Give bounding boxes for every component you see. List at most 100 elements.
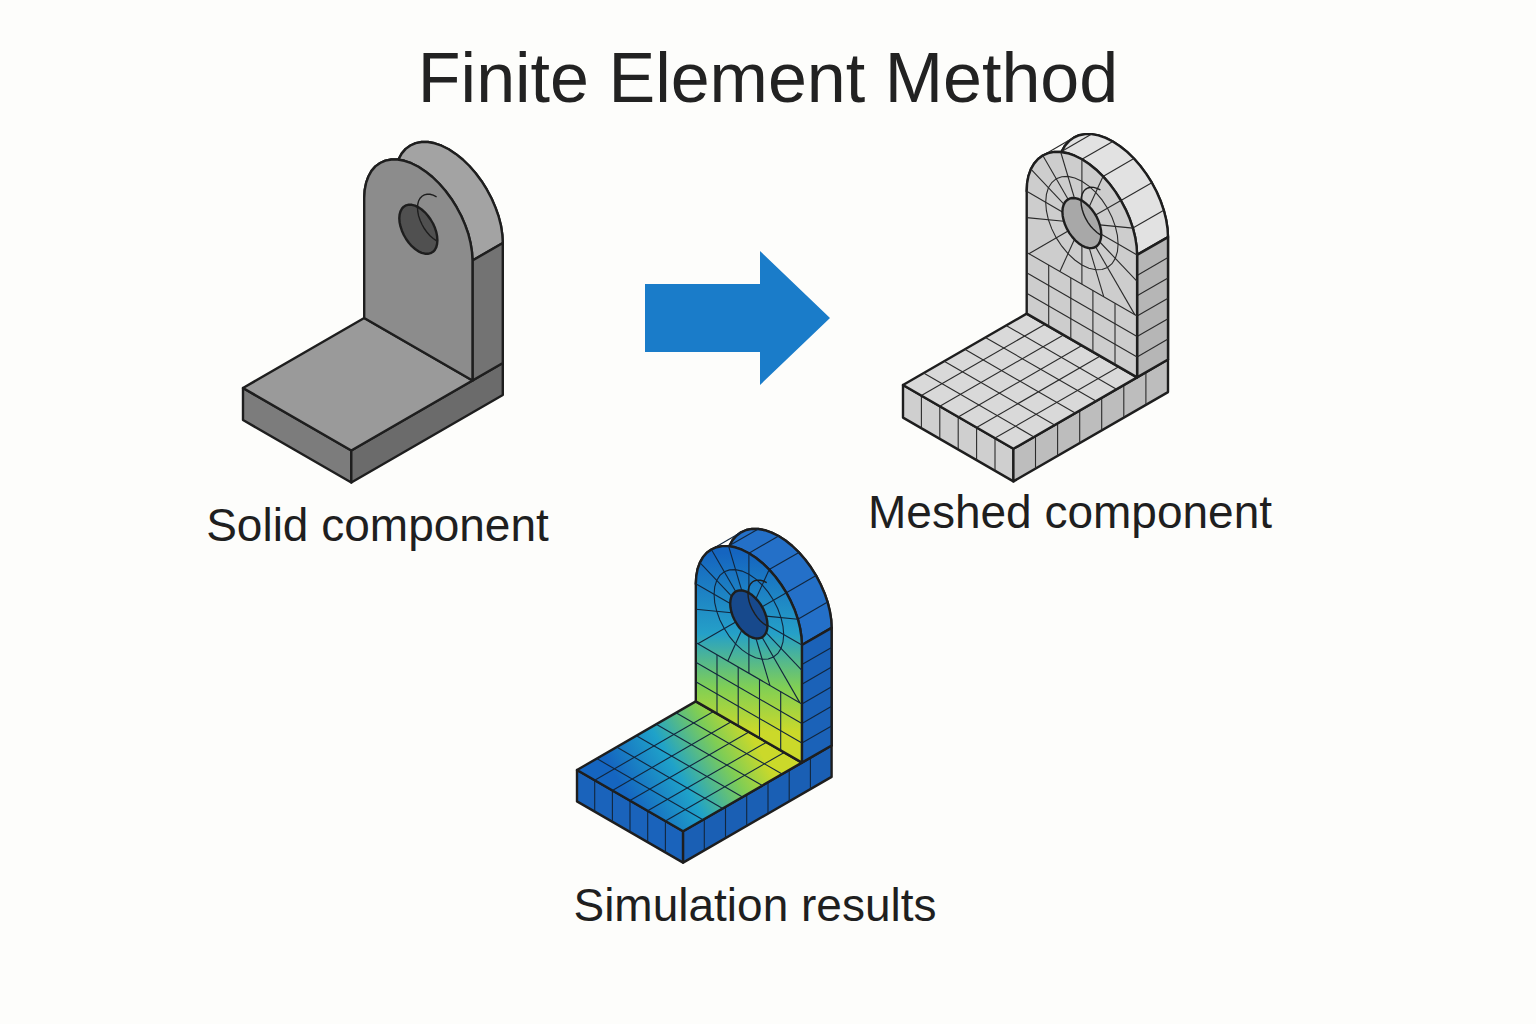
mesh-line (1145, 372, 1146, 405)
mesh-line (1057, 423, 1058, 456)
mesh-line (746, 795, 747, 826)
mesh-line (1137, 339, 1168, 357)
mesh-line (802, 667, 832, 684)
mesh-line (802, 726, 832, 743)
mesh-line (700, 563, 732, 597)
mesh-line (1100, 225, 1133, 228)
upright-front-face (696, 546, 802, 763)
mesh-line (1082, 142, 1113, 160)
mesh-line (1096, 201, 1121, 216)
mesh-line (766, 633, 802, 671)
mesh-line (965, 349, 1075, 413)
mesh-line (802, 648, 832, 665)
mesh-line (1100, 242, 1137, 281)
mesh-line (756, 570, 769, 599)
mesh-line (939, 406, 940, 439)
mesh-line (767, 782, 768, 813)
figure-panel: Meshed component (830, 145, 1310, 547)
mesh-line (696, 643, 802, 704)
mesh-line (1133, 210, 1164, 228)
process-arrow (645, 251, 830, 385)
mesh-line (798, 602, 828, 619)
mesh-line (1035, 436, 1036, 469)
hole-wall (748, 580, 767, 626)
mesh-line (749, 536, 779, 553)
mesh-line (958, 346, 1082, 417)
mesh-line (802, 687, 832, 704)
mesh-line (1114, 303, 1115, 364)
mesh-line (1070, 278, 1071, 339)
mesh-line (647, 811, 648, 842)
mesh-line (1079, 411, 1080, 444)
bracket-solid (243, 142, 503, 483)
bracket-mesh (903, 134, 1168, 481)
hole-wall (418, 194, 437, 241)
mesh-line (1031, 169, 1064, 204)
mesh-ring (1046, 176, 1118, 269)
mesh-line (597, 759, 703, 820)
mesh-line (665, 821, 666, 852)
diagram-title: Finite Element Method (0, 36, 1536, 120)
mesh-line (810, 758, 811, 789)
mesh-line (1061, 134, 1092, 152)
figure-caption: Solid component (202, 498, 553, 560)
mesh-line (976, 428, 977, 461)
mesh-line (1089, 176, 1103, 206)
mesh-line (780, 692, 781, 751)
mesh-line (1137, 298, 1168, 316)
mesh-line (1029, 231, 1068, 254)
mesh-line (1137, 278, 1168, 296)
mesh-line (762, 593, 786, 607)
figure-panel: Solid component (110, 145, 645, 560)
mesh-line (612, 790, 613, 821)
mesh-line (1060, 240, 1075, 272)
figure-caption: Simulation results (569, 878, 940, 940)
upright-side-face (1137, 237, 1168, 377)
mesh-line (1027, 273, 1137, 337)
mesh-line (594, 780, 595, 811)
mesh-line (802, 706, 832, 723)
mesh-line (716, 655, 717, 714)
mesh-line (1121, 183, 1152, 201)
upright-side-face (473, 243, 503, 381)
mesh-line (729, 529, 759, 546)
mesh-line (698, 622, 736, 644)
mesh-line (728, 630, 742, 661)
mesh-ring (714, 570, 784, 660)
mesh-line (696, 584, 730, 604)
mesh-line (766, 616, 798, 619)
upright-front-face (1027, 152, 1137, 378)
mesh-line (1027, 191, 1063, 212)
mesh-line (944, 361, 1054, 425)
mesh-line (636, 736, 742, 797)
mesh-line (1048, 265, 1049, 326)
mesh-line (1137, 319, 1168, 337)
mesh-line (1027, 293, 1137, 357)
mesh-line (696, 682, 802, 743)
upright-front-face (364, 160, 472, 381)
mesh-line (921, 396, 922, 429)
mesh-line (786, 576, 816, 593)
figure-caption: Meshed component (864, 485, 1276, 547)
mesh-line (1101, 234, 1137, 255)
mesh-line (630, 732, 749, 801)
upright-side-face (802, 628, 832, 763)
mesh-line (768, 625, 802, 645)
mesh-line (1137, 258, 1168, 276)
hole-wall (1081, 187, 1100, 235)
mesh-line (985, 337, 1096, 401)
mesh-line (769, 552, 799, 569)
mesh-line (1123, 385, 1124, 418)
mesh-line (789, 770, 790, 801)
mesh-line (1101, 398, 1102, 431)
mesh-line (994, 438, 995, 471)
mesh-line (759, 679, 760, 738)
mesh-line (725, 807, 726, 838)
mesh-line (1092, 291, 1093, 352)
mesh-line (696, 609, 732, 613)
mesh-line (656, 724, 762, 785)
mesh-line (1027, 252, 1137, 316)
mesh-line (1027, 218, 1064, 222)
mesh-line (704, 819, 705, 850)
mesh-line (617, 747, 723, 808)
